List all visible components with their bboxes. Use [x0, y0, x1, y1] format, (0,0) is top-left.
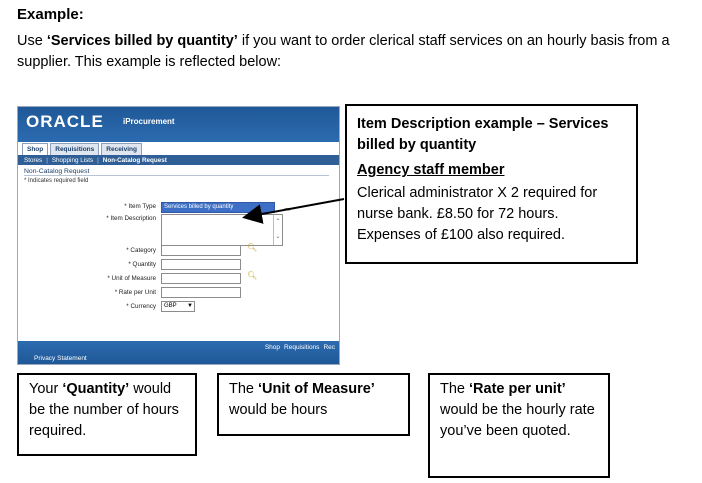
details-icon[interactable]: ▭ — [284, 206, 291, 213]
tab-requisitions[interactable]: Requisitions — [50, 143, 100, 155]
sub-navigation: Stores | Shopping Lists | Non-Catalog Re… — [18, 155, 339, 165]
callout-body: Clerical administrator X 2 required for … — [357, 185, 598, 243]
subnav-non-catalog-request[interactable]: Non-Catalog Request — [102, 156, 167, 164]
footer-link-shop[interactable]: Shop — [264, 344, 281, 351]
oracle-header: ORACLE iProcurement — [18, 107, 339, 142]
subnav-separator: | — [97, 156, 99, 164]
quantity-callout-after: would be the number of hours required. — [29, 381, 179, 439]
tab-receiving[interactable]: Receiving — [101, 143, 142, 155]
item-description-textarea[interactable]: ⌃⌄ — [161, 214, 283, 246]
intro-paragraph: Use ‘Services billed by quantity’ if you… — [17, 31, 697, 73]
quantity-callout-bold: ‘Quantity’ — [62, 381, 130, 397]
app-name: iProcurement — [123, 117, 175, 126]
category-input[interactable] — [161, 245, 241, 256]
tab-shop[interactable]: Shop — [22, 143, 49, 155]
quantity-input[interactable] — [161, 259, 241, 270]
item-type-label: * Item Type — [124, 203, 156, 210]
footer-links: Shop Requisitions Rec — [265, 344, 335, 351]
rate-callout: The ‘Rate per unit’ would be the hourly … — [428, 373, 610, 478]
intro-bold: ‘Services billed by quantity’ — [46, 33, 238, 49]
item-type-select[interactable]: Services billed by quantity — [161, 202, 275, 213]
unit-search-icon[interactable]: 🔍︎ — [247, 271, 258, 280]
rate-callout-before: The — [440, 381, 470, 397]
item-description-label: * Item Description — [106, 215, 156, 222]
rate-per-unit-label: * Rate per Unit — [114, 289, 156, 296]
subnav-stores[interactable]: Stores — [24, 156, 43, 164]
unit-callout-bold: ‘Unit of Measure’ — [258, 381, 375, 397]
quantity-label: * Quantity — [128, 261, 156, 268]
rate-callout-after: would be the hourly rate you’ve been quo… — [440, 402, 595, 439]
tab-bar: Shop Requisitions Receiving — [22, 143, 142, 155]
example-heading: Example: — [17, 6, 84, 23]
intro-before: Use — [17, 33, 47, 49]
unit-callout: The ‘Unit of Measure’ would be hours — [217, 373, 410, 436]
currency-select[interactable]: GBP ▼ — [161, 301, 195, 312]
unit-callout-after: would be hours — [229, 402, 328, 418]
unit-of-measure-input[interactable] — [161, 273, 241, 284]
rate-per-unit-input[interactable] — [161, 287, 241, 298]
intro-after: if you want to order clerical staff serv… — [17, 33, 670, 70]
page-title: Non-Catalog Request — [24, 168, 329, 176]
footer-link-requisitions[interactable]: Requisitions — [284, 344, 320, 351]
currency-value: GBP — [164, 303, 177, 309]
category-search-icon[interactable]: 🔍︎ — [247, 243, 258, 252]
subnav-shopping-lists[interactable]: Shopping Lists — [51, 156, 94, 164]
category-label: * Category — [126, 247, 156, 254]
footer-link-receiving[interactable]: Rec — [323, 344, 335, 351]
quantity-callout: Your ‘Quantity’ would be the number of h… — [17, 373, 197, 456]
item-description-callout: Item Description example – Services bill… — [345, 104, 638, 264]
callout-title: Item Description example – Services bill… — [357, 116, 609, 153]
textarea-scrollbar[interactable]: ⌃⌄ — [273, 215, 282, 245]
chevron-down-icon: ▼ — [187, 303, 193, 309]
oracle-footer: Shop Requisitions Rec Privacy Statement — [18, 341, 339, 364]
subnav-separator: | — [46, 156, 48, 164]
required-note: * Indicates required field — [24, 178, 89, 184]
unit-of-measure-label: * Unit of Measure — [107, 275, 156, 282]
currency-label: * Currency — [126, 303, 156, 310]
oracle-logo: ORACLE — [26, 112, 104, 131]
privacy-statement-link[interactable]: Privacy Statement — [34, 355, 87, 362]
callout-subtitle: Agency staff member — [357, 162, 505, 178]
quantity-callout-before: Your — [29, 381, 63, 397]
iprocurement-screenshot: ORACLE iProcurement Shop Requisitions Re… — [17, 106, 340, 365]
unit-callout-before: The — [229, 381, 259, 397]
rate-callout-bold: ‘Rate per unit’ — [469, 381, 566, 397]
